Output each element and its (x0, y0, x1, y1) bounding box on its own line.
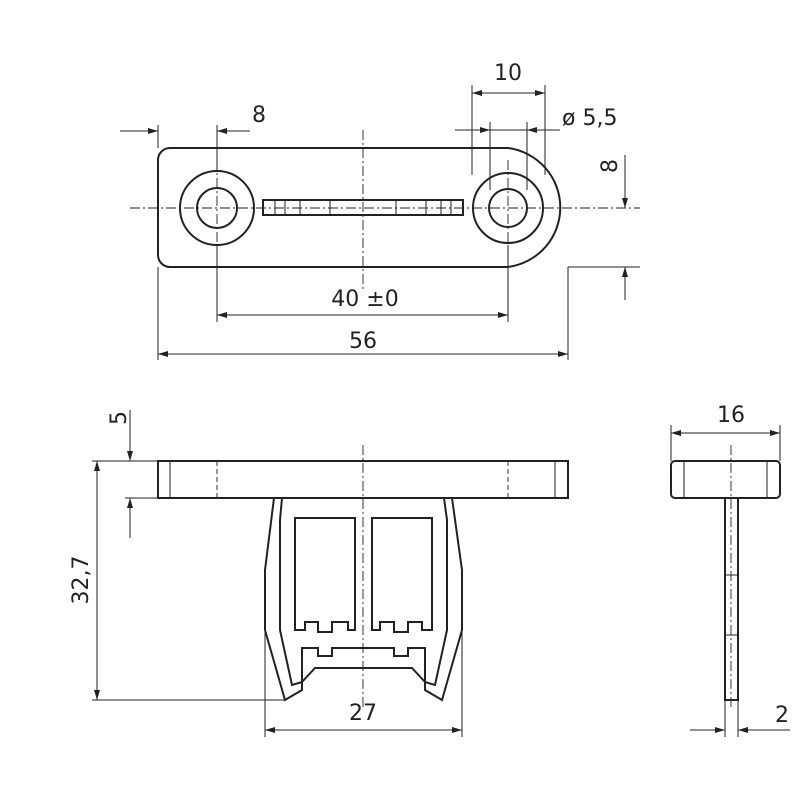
end-view: 16 2 (670, 403, 790, 737)
plate-side (157, 460, 569, 499)
right-leg (424, 497, 463, 702)
dim-hole-spacing: 40 ±0 (331, 287, 398, 312)
dim-hole-offset: 8 (252, 103, 266, 128)
cross-bar (301, 647, 426, 685)
plate-end (670, 460, 781, 499)
slot-ribs (274, 200, 452, 215)
left-leg (264, 497, 303, 702)
dim-end-width: 16 (717, 403, 745, 428)
dim-half-height: 8 (598, 159, 623, 173)
dim-body-width: 27 (349, 701, 377, 726)
top-view: 8 10 ø 5,5 8 40 ±0 56 (120, 61, 640, 360)
dim-hole-width: 10 (494, 61, 522, 86)
dim-plate-thickness: 5 (107, 411, 132, 425)
dim-hole-diameter: ø 5,5 (562, 106, 617, 131)
left-window (294, 517, 356, 633)
side-view: 5 32,7 27 (69, 410, 569, 737)
right-window (371, 517, 433, 633)
plate-outline (157, 147, 562, 268)
stem (724, 497, 739, 701)
dim-total-height: 32,7 (69, 556, 94, 605)
dim-stem: 2 (775, 703, 789, 728)
dim-total-length: 56 (349, 329, 377, 354)
